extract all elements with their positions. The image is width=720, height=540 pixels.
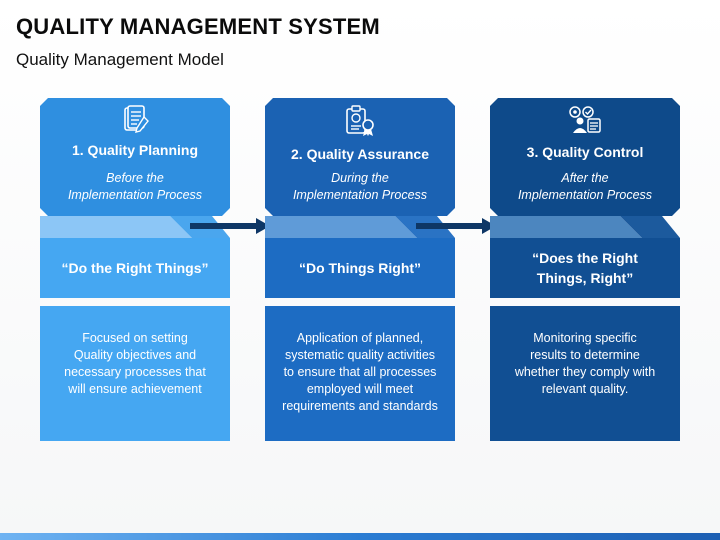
planning-heading: 1. Quality Planning — [71, 142, 199, 158]
assurance-desc-line: to ensure that all processes — [283, 365, 437, 379]
control-quote-line2: Things, Right” — [536, 270, 634, 286]
control-timing-line1: After the — [561, 171, 609, 185]
planning-desc-line: Quality objectives and — [73, 348, 197, 362]
planning-desc-line: Focused on setting — [82, 331, 188, 345]
assurance-quote: “Do Things Right” — [265, 238, 455, 298]
document-pen-icon — [40, 104, 230, 138]
control-quote-line1: “Does the Right — [532, 250, 638, 266]
control-desc-line: whether they comply with — [514, 365, 656, 379]
planning-desc-line: necessary processes that — [64, 365, 206, 379]
control-quote: “Does the Right Things, Right” — [490, 238, 680, 298]
planning-timing: Before the Implementation Process — [40, 170, 230, 204]
assurance-desc-line: requirements and standards — [282, 399, 438, 413]
control-desc-line: results to determine — [530, 348, 640, 362]
assurance-desc-line: employed will meet — [306, 382, 414, 396]
inspector-gear-icon — [490, 104, 680, 138]
control-description: Monitoring specific results to determine… — [490, 306, 680, 441]
page-title: QUALITY MANAGEMENT SYSTEM — [16, 14, 380, 39]
assurance-desc-line: systematic quality activities — [284, 348, 436, 362]
assurance-timing-line2: Implementation Process — [292, 188, 428, 202]
assurance-timing: During the Implementation Process — [265, 170, 455, 204]
control-desc-line: Monitoring specific — [533, 331, 637, 345]
control-connector-band — [490, 216, 680, 238]
control-heading: 3. Quality Control — [526, 144, 644, 160]
arrow-right-icon — [190, 218, 270, 234]
certificate-badge-icon — [265, 104, 455, 138]
assurance-heading: 2. Quality Assurance — [291, 146, 429, 162]
planning-description: Focused on setting Quality objectives an… — [40, 306, 230, 441]
planning-quote-line1: “Do the Right Things” — [61, 260, 209, 276]
planning-desc-line: will ensure achievement — [68, 382, 202, 396]
control-timing-line2: Implementation Process — [517, 188, 653, 202]
assurance-description: Application of planned, systematic quali… — [265, 306, 455, 441]
planning-timing-line1: Before the — [106, 171, 164, 185]
page-subtitle: Quality Management Model — [16, 50, 224, 69]
assurance-timing-line1: During the — [331, 171, 389, 185]
arrow-right-icon — [416, 218, 496, 234]
assurance-quote-line1: “Do Things Right” — [298, 260, 422, 276]
planning-quote: “Do the Right Things” — [40, 238, 230, 298]
assurance-desc-line: Application of planned, — [296, 331, 424, 345]
planning-timing-line2: Implementation Process — [67, 188, 203, 202]
control-desc-line: relevant quality. — [541, 382, 629, 396]
bottom-accent-bar — [0, 533, 720, 540]
control-header-box — [490, 98, 680, 216]
control-timing: After the Implementation Process — [490, 170, 680, 204]
